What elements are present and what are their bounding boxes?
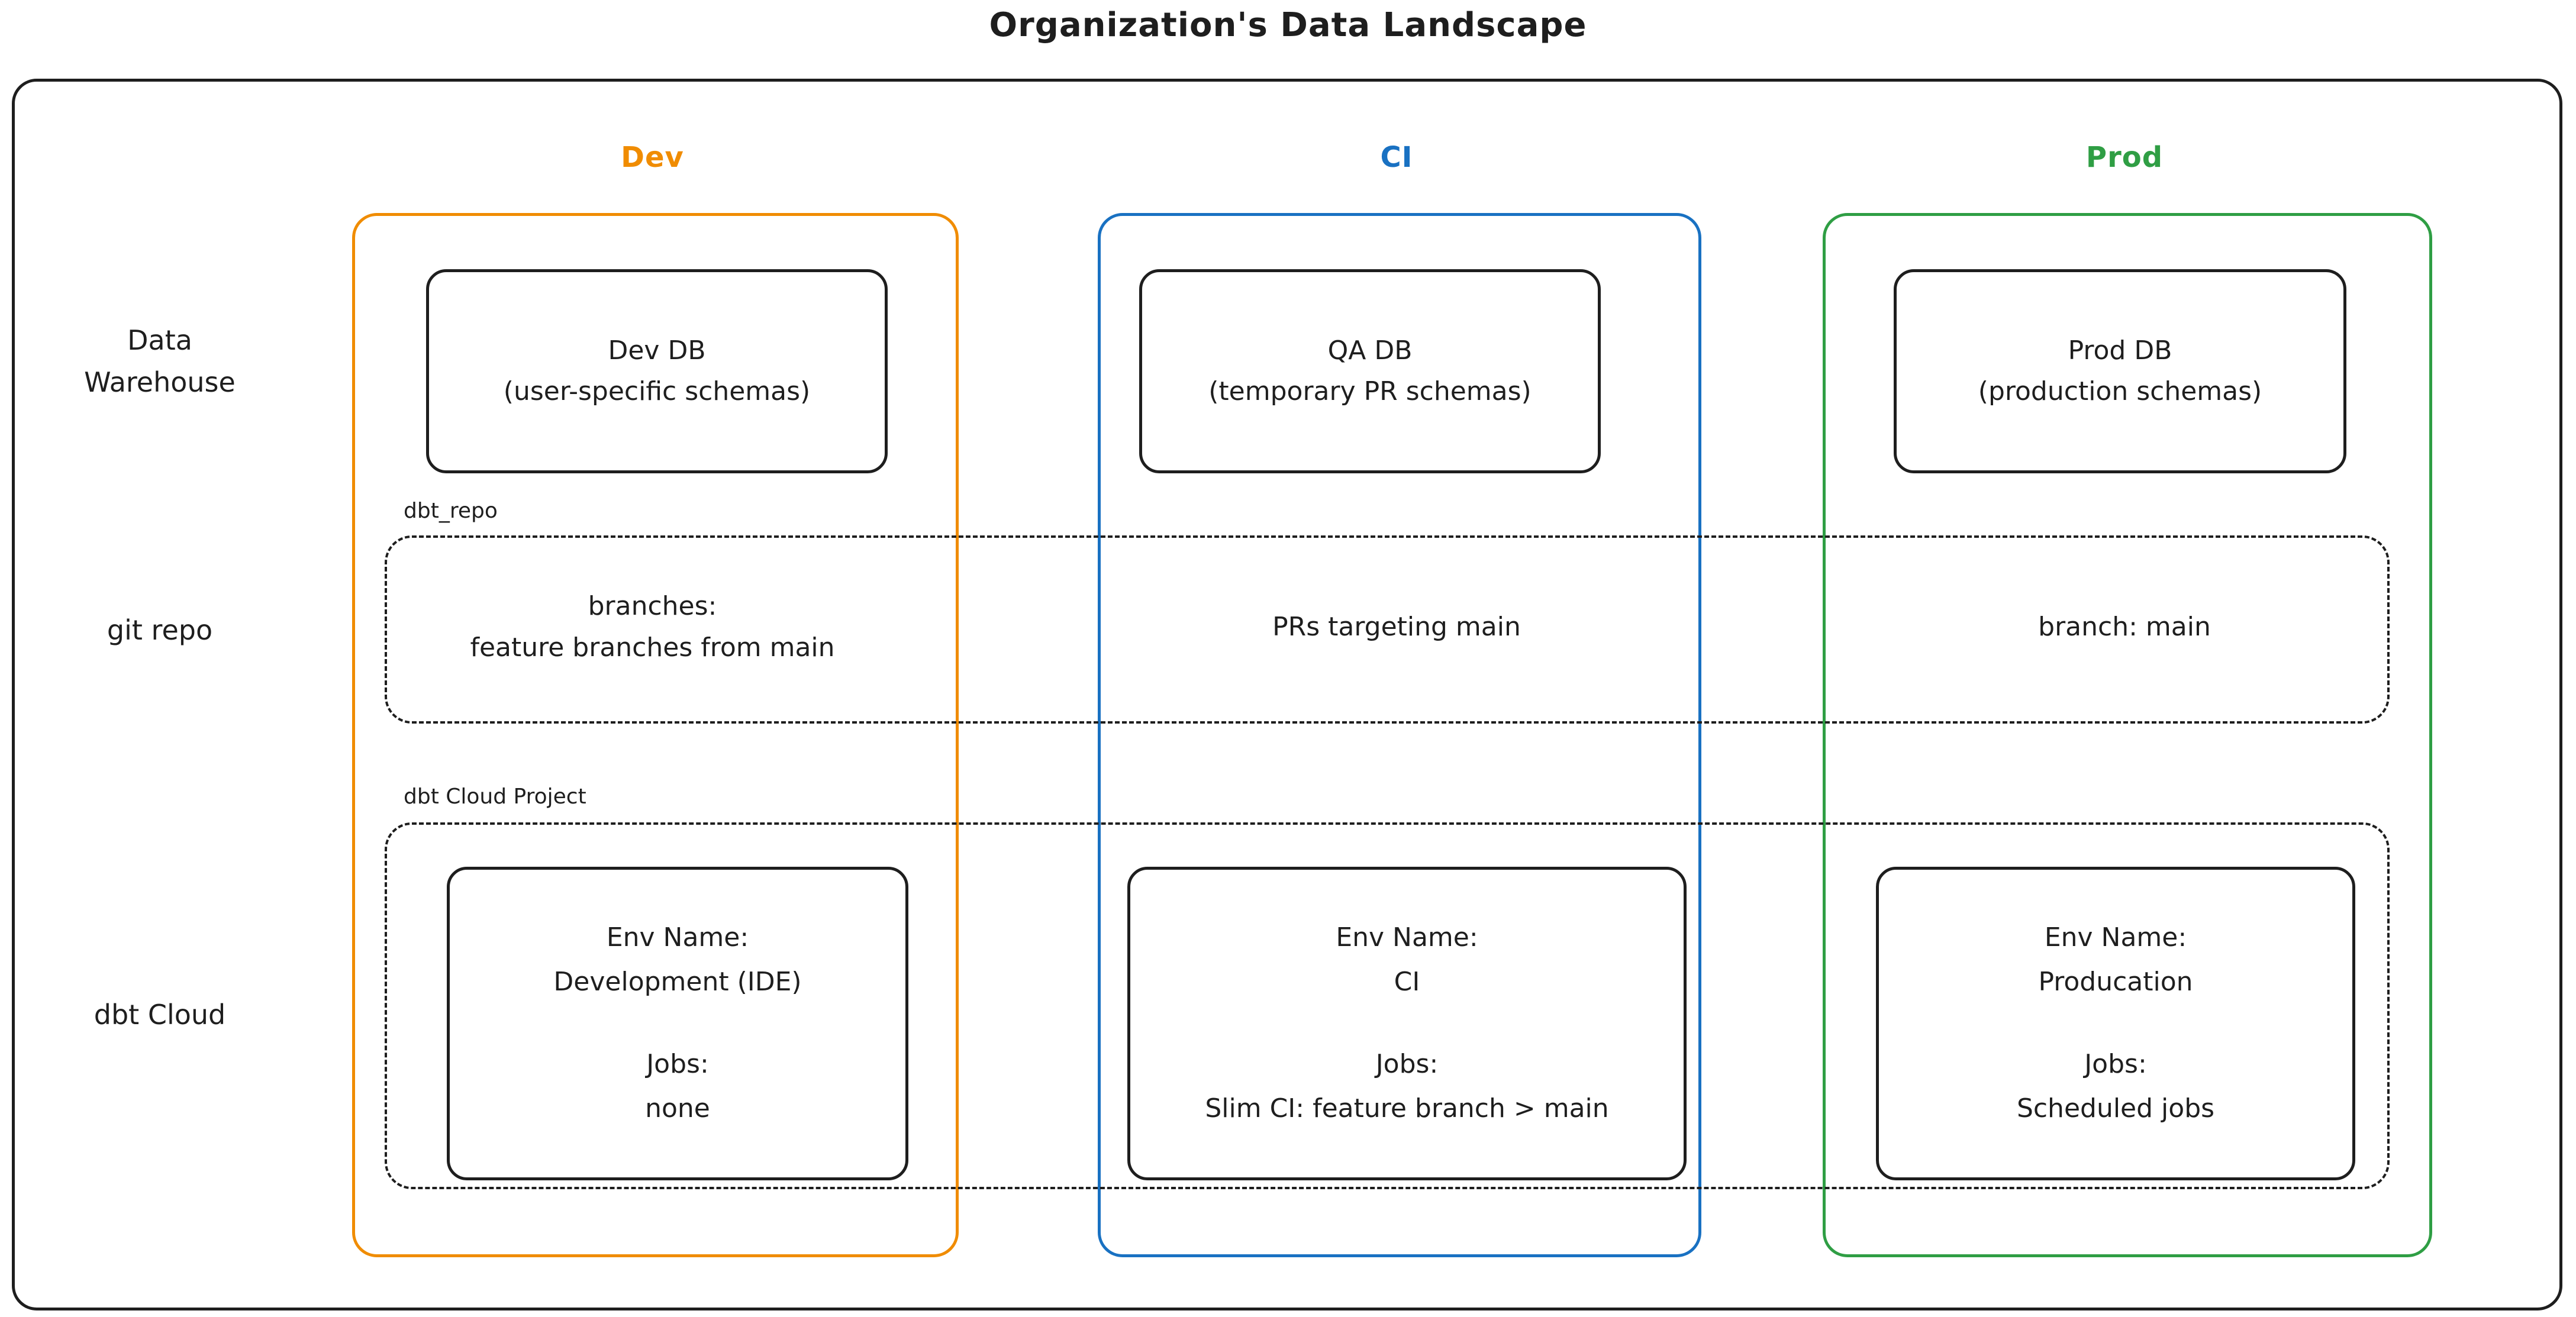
ci-env-name-label: Env Name:: [1336, 922, 1478, 953]
dev-jobs-label: Jobs:: [646, 1049, 709, 1079]
ci-prs-line1: PRs targeting main: [1272, 611, 1521, 642]
prod-branch-text: branch: main: [1823, 535, 2426, 719]
ci-env-name-value: CI: [1394, 967, 1420, 998]
column-box-dev: [352, 213, 959, 1257]
prod-branch-line1: branch: main: [2038, 611, 2211, 642]
dbt-cloud-project-label: dbt Cloud Project: [404, 785, 586, 809]
prod-env-name-value: Producation: [2038, 967, 2193, 998]
column-header-dev: Dev: [621, 141, 684, 174]
row-label-dbt-cloud: dbt Cloud: [94, 999, 226, 1031]
dev-branches-text: branches: feature branches from main: [352, 535, 953, 719]
dbt-repo-label: dbt_repo: [404, 499, 498, 523]
dev-db-subtitle: (user-specific schemas): [503, 376, 811, 406]
prod-environment-box: Env Name: Producation Jobs: Scheduled jo…: [1876, 867, 2355, 1180]
prod-db-box: Prod DB (production schemas): [1894, 269, 2346, 473]
ci-environment-box: Env Name: CI Jobs: Slim CI: feature bran…: [1127, 867, 1687, 1180]
ci-jobs-label: Jobs:: [1375, 1049, 1439, 1079]
prod-db-title: Prod DB: [2068, 335, 2172, 366]
column-header-prod: Prod: [2085, 141, 2164, 174]
dev-branches-line1: branches:: [588, 590, 717, 621]
qa-db-box: QA DB (temporary PR schemas): [1139, 269, 1601, 473]
dev-db-box: Dev DB (user-specific schemas): [426, 269, 888, 473]
ci-prs-text: PRs targeting main: [1098, 535, 1695, 719]
ci-jobs-value: Slim CI: feature branch > main: [1205, 1093, 1609, 1124]
qa-db-title: QA DB: [1327, 335, 1413, 366]
row-label-data-warehouse: Data Warehouse: [84, 324, 236, 399]
column-box-prod: [1823, 213, 2432, 1257]
organization-frame: [12, 79, 2562, 1310]
dev-jobs-value: none: [645, 1093, 710, 1124]
dev-env-name-label: Env Name:: [606, 922, 749, 953]
row-label-git-repo: git repo: [107, 614, 213, 646]
dev-db-title: Dev DB: [608, 335, 706, 366]
column-box-ci: [1098, 213, 1701, 1257]
qa-db-subtitle: (temporary PR schemas): [1208, 376, 1532, 406]
dev-env-name-value: Development (IDE): [553, 967, 802, 998]
prod-jobs-label: Jobs:: [2084, 1049, 2147, 1079]
prod-db-subtitle: (production schemas): [1978, 376, 2262, 406]
prod-jobs-value: Scheduled jobs: [2016, 1093, 2215, 1124]
dev-environment-box: Env Name: Development (IDE) Jobs: none: [447, 867, 908, 1180]
dev-branches-line2: feature branches from main: [470, 632, 835, 663]
column-header-ci: CI: [1380, 141, 1413, 174]
dbt-repo-box: [385, 535, 2390, 724]
dbt-cloud-project-box: [385, 822, 2390, 1189]
diagram-title: Organization's Data Landscape: [989, 6, 1587, 44]
prod-env-name-label: Env Name:: [2044, 922, 2187, 953]
